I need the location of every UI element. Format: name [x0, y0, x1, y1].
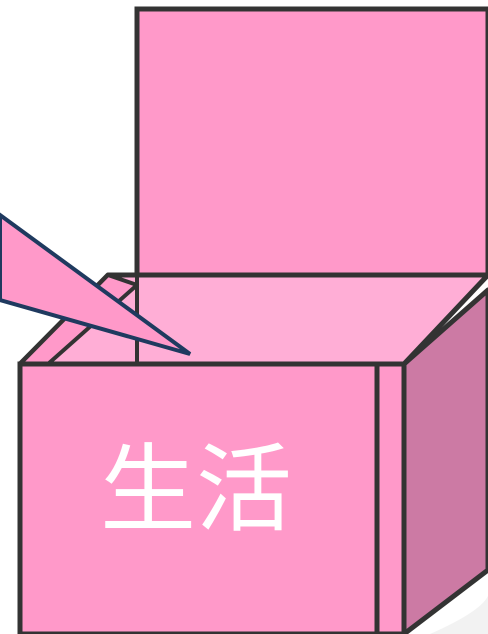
box-front-face	[17, 361, 407, 634]
box-label: 生活	[100, 434, 292, 546]
background-arc	[430, 596, 488, 634]
callout-pointer	[0, 212, 192, 356]
box-lid-flap	[134, 6, 488, 278]
